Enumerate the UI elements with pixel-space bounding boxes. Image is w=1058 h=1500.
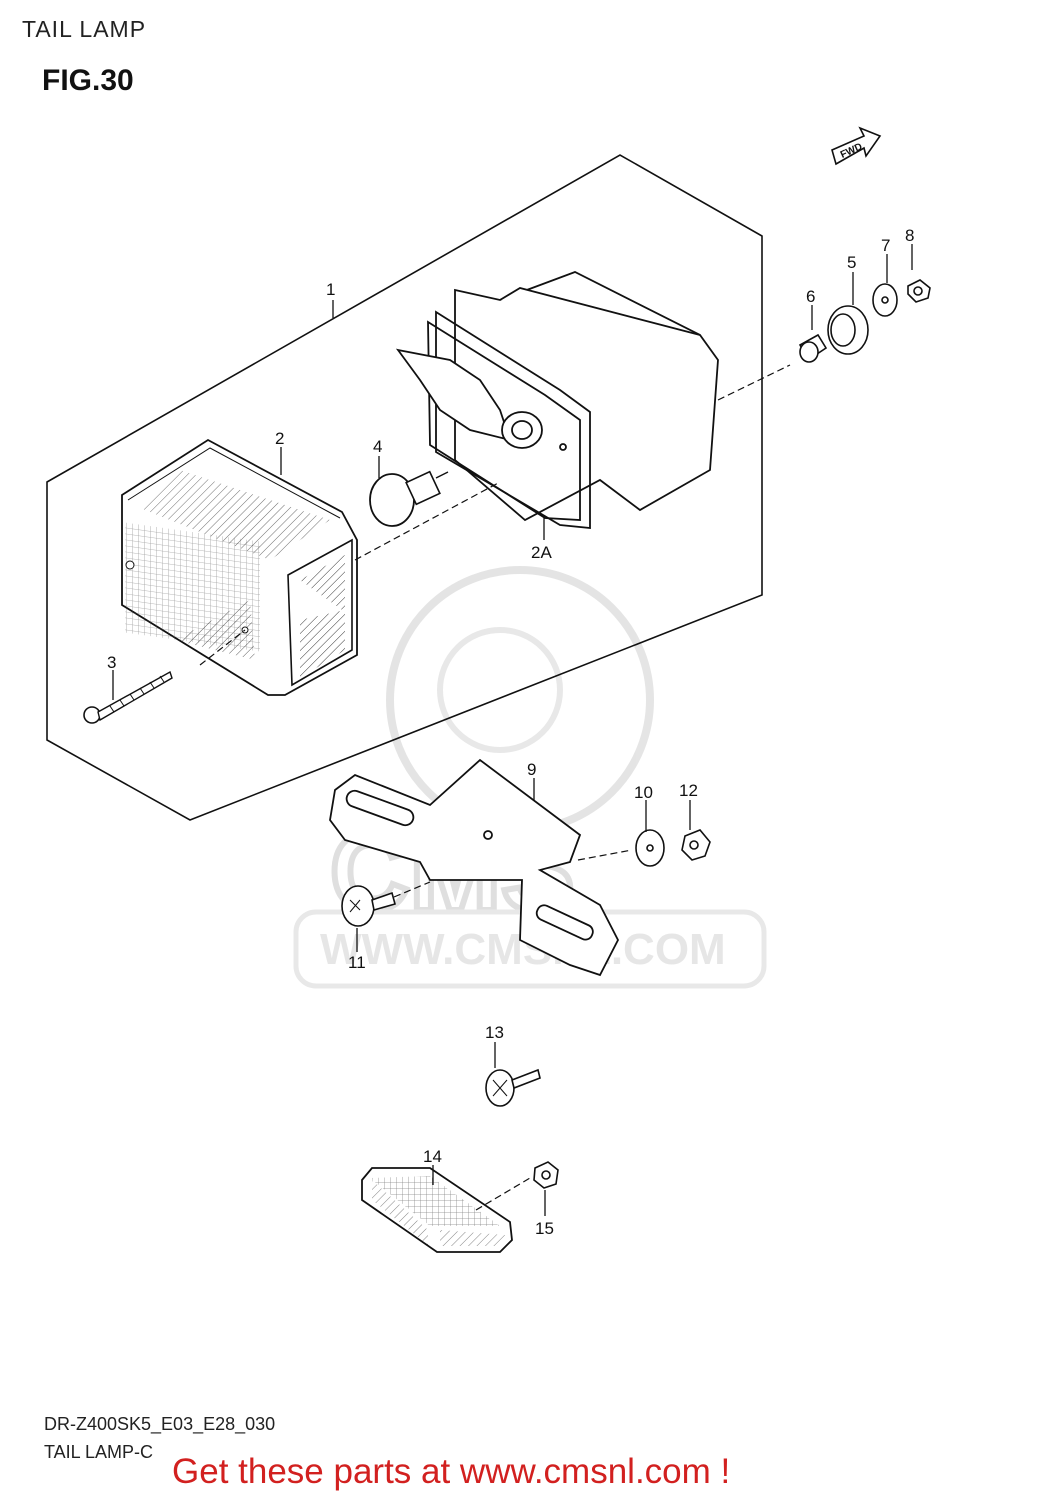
nut-15	[533, 1161, 559, 1189]
screw-13	[485, 1068, 541, 1107]
screw-11	[341, 885, 396, 927]
fwd-arrow-icon: FWD	[831, 126, 882, 166]
section-name: TAIL LAMP-C	[44, 1442, 154, 1462]
callout-12: 12	[679, 781, 698, 800]
callout-14: 14	[423, 1147, 442, 1166]
callout-6: 6	[806, 287, 815, 306]
callout-1: 1	[326, 280, 335, 299]
get-parts-link[interactable]: Get these parts at www.cmsnl.com !	[172, 1452, 731, 1491]
hardware-10-12	[635, 829, 711, 867]
callout-8: 8	[905, 226, 914, 245]
reflector	[361, 1167, 513, 1253]
assembly-lines	[199, 364, 791, 1211]
hardware-5-8	[798, 279, 931, 363]
screw-3	[83, 670, 173, 724]
assembly-outline	[46, 154, 763, 821]
callout-9: 9	[527, 760, 536, 779]
callout-15: 15	[535, 1219, 554, 1238]
callout-7: 7	[881, 236, 890, 255]
callout-5: 5	[847, 253, 856, 272]
callout-3: 3	[107, 653, 116, 672]
callout-10: 10	[634, 783, 653, 802]
callout-4: 4	[373, 437, 382, 456]
lamp-housing	[395, 271, 719, 529]
callout-2a: 2A	[531, 543, 552, 562]
callout-13: 13	[485, 1023, 504, 1042]
model-code: DR-Z400SK5_E03_E28_030	[44, 1414, 276, 1434]
callout-11: 11	[348, 953, 366, 972]
page-title: TAIL LAMP	[22, 16, 147, 42]
license-bracket	[329, 758, 620, 977]
svg-text:FWD: FWD	[839, 141, 864, 161]
figure-number: FIG.30	[42, 64, 134, 97]
callouts: 1 2 2A 3 4 5 6 7 8 9 10 11 12 13 14 15	[107, 226, 914, 1238]
leader-lines	[112, 244, 913, 1216]
tail-lamp-lens	[121, 438, 358, 696]
bulb	[369, 470, 449, 527]
callout-2: 2	[275, 429, 284, 448]
